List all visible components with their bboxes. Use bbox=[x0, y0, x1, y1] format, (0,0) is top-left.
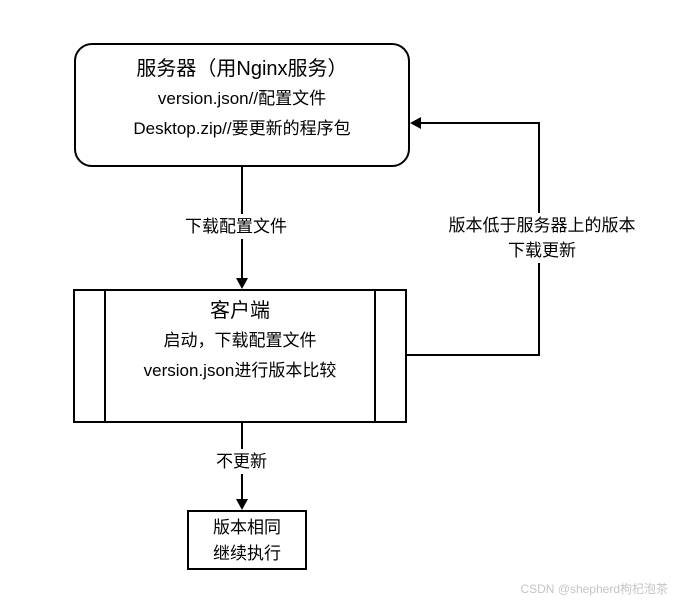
arrowhead-down-icon bbox=[236, 278, 248, 289]
client-node-line2: version.json进行版本比较 bbox=[143, 361, 337, 380]
server-node-line2: Desktop.zip//要更新的程序包 bbox=[133, 119, 351, 138]
edge-label-version-lower-line2: 下载更新 bbox=[508, 241, 576, 260]
edge-label-version-lower: 版本低于服务器上的版本 下载更新 bbox=[428, 213, 656, 263]
client-node: 客户端 启动，下载配置文件 version.json进行版本比较 bbox=[73, 289, 407, 423]
edge-label-download-config: 下载配置文件 bbox=[181, 214, 291, 239]
server-node-line1: version.json//配置文件 bbox=[157, 89, 327, 108]
server-node-title: 服务器（用Nginx服务） bbox=[136, 58, 348, 80]
client-node-line1: 启动，下载配置文件 bbox=[163, 331, 317, 350]
watermark-text: CSDN @shepherd枸杞泡茶 bbox=[520, 582, 668, 596]
result-node-line1: 版本相同 bbox=[213, 518, 281, 537]
client-node-left-bar bbox=[104, 291, 106, 421]
result-node: 版本相同 继续执行 bbox=[187, 510, 307, 570]
edge-label-no-update: 不更新 bbox=[212, 449, 271, 474]
client-node-title: 客户端 bbox=[210, 300, 270, 322]
result-node-line2: 继续执行 bbox=[213, 544, 281, 563]
client-node-right-bar bbox=[374, 291, 376, 421]
edge-client-to-server-top-segment bbox=[418, 122, 540, 124]
arrowhead-left-icon bbox=[410, 117, 421, 129]
edge-label-version-lower-line1: 版本低于服务器上的版本 bbox=[448, 216, 636, 235]
edge-client-to-server-bottom-segment bbox=[407, 354, 540, 356]
server-node: 服务器（用Nginx服务） version.json//配置文件 Desktop… bbox=[74, 43, 410, 167]
arrowhead-down-icon bbox=[236, 499, 248, 510]
